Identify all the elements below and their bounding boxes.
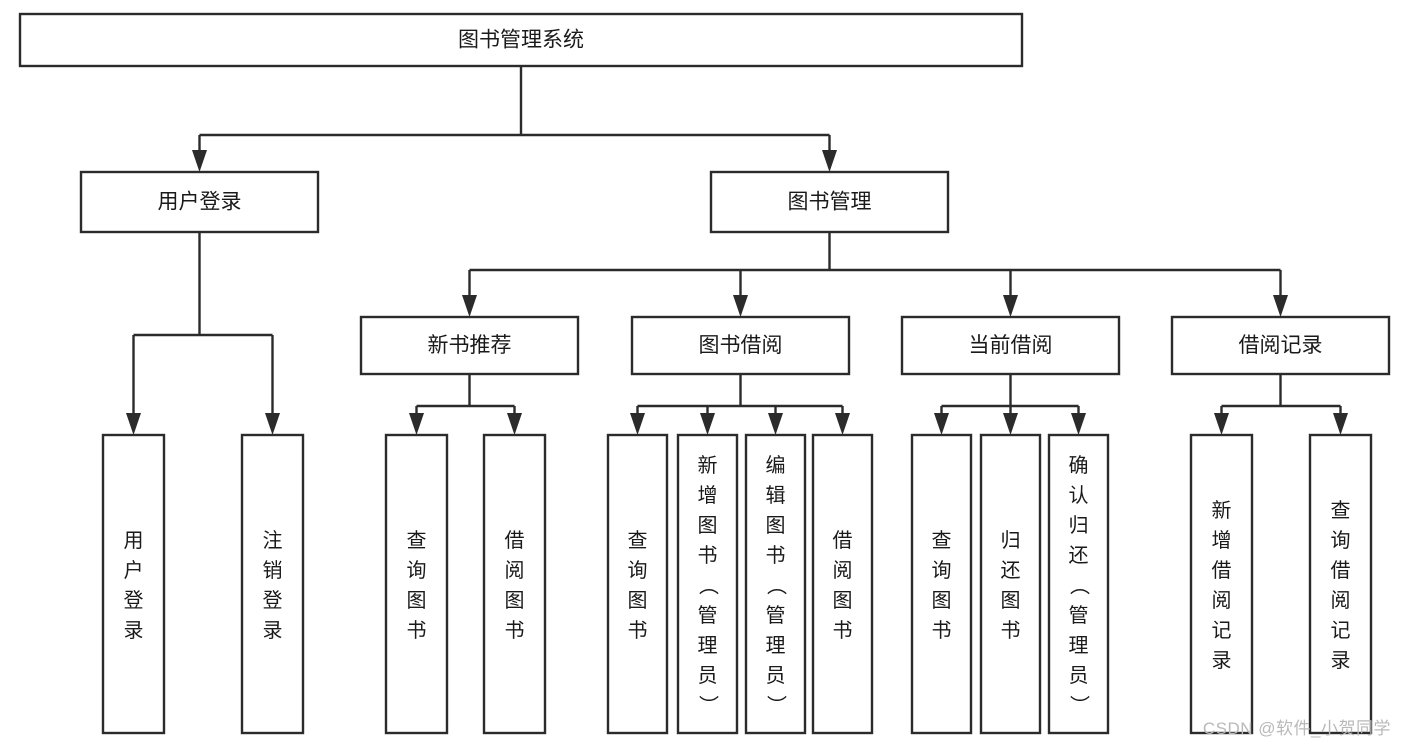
node-box bbox=[101, 433, 166, 735]
node-box bbox=[1047, 433, 1110, 735]
arrowhead bbox=[462, 295, 477, 317]
node-current-borrow[interactable]: 当前借阅 bbox=[900, 315, 1121, 376]
node-book-management[interactable]: 图书管理 bbox=[709, 170, 950, 234]
arrowhead bbox=[265, 413, 280, 435]
node-label: 确认归还（管理员） bbox=[1069, 454, 1090, 717]
node-label: 图书借阅 bbox=[699, 334, 783, 357]
arrowhead bbox=[1273, 295, 1288, 317]
node-leaf-query-book-cur[interactable]: 查询图书 bbox=[910, 433, 973, 735]
arrowhead bbox=[822, 150, 837, 172]
arrowhead bbox=[507, 413, 522, 435]
node-box bbox=[359, 315, 580, 376]
node-leaf-query-book-borrow[interactable]: 查询图书 bbox=[606, 433, 669, 735]
node-box bbox=[240, 433, 305, 735]
arrowhead bbox=[835, 413, 850, 435]
arrowhead bbox=[126, 413, 141, 435]
node-box bbox=[709, 170, 950, 234]
node-box bbox=[79, 170, 320, 234]
node-box bbox=[744, 433, 807, 735]
arrowhead bbox=[192, 150, 207, 172]
node-leaf-query-book-rec[interactable]: 查询图书 bbox=[384, 433, 449, 735]
node-label: 注销登录 bbox=[263, 529, 283, 642]
node-label: 图书管理系统 bbox=[458, 29, 584, 52]
node-label: 图书管理 bbox=[788, 191, 872, 214]
node-box bbox=[630, 315, 851, 376]
node-label: 查询借阅记录 bbox=[1331, 499, 1351, 672]
node-label: 新书推荐 bbox=[428, 334, 512, 357]
node-label: 用户登录 bbox=[124, 530, 144, 642]
node-label: 借阅记录 bbox=[1239, 334, 1323, 357]
node-box bbox=[1189, 433, 1254, 735]
node-box bbox=[606, 433, 669, 735]
node-label: 借阅图书 bbox=[833, 529, 853, 642]
arrowhead bbox=[1003, 413, 1018, 435]
node-leaf-add-borrow-record[interactable]: 新增借阅记录 bbox=[1189, 433, 1254, 735]
node-box bbox=[979, 433, 1042, 735]
node-box bbox=[1308, 433, 1373, 735]
node-leaf-user-login[interactable]: 用户登录 bbox=[101, 433, 166, 735]
node-label: 新增图书（管理员） bbox=[698, 454, 719, 717]
node-new-book-recommend[interactable]: 新书推荐 bbox=[359, 315, 580, 376]
node-box bbox=[384, 433, 449, 735]
node-label: 借阅图书 bbox=[505, 529, 525, 642]
arrowhead bbox=[409, 413, 424, 435]
node-label: 编辑图书（管理员） bbox=[766, 454, 787, 717]
arrowhead bbox=[733, 295, 748, 317]
node-label: 查询图书 bbox=[628, 529, 648, 642]
node-label: 新增借阅记录 bbox=[1212, 499, 1232, 672]
arrowhead bbox=[700, 413, 715, 435]
node-label: 当前借阅 bbox=[969, 334, 1053, 357]
node-box bbox=[482, 433, 547, 735]
node-box bbox=[900, 315, 1121, 376]
node-box bbox=[18, 12, 1024, 68]
arrowhead bbox=[1214, 413, 1229, 435]
node-book-borrow[interactable]: 图书借阅 bbox=[630, 315, 851, 376]
arrowhead bbox=[934, 413, 949, 435]
node-label: 查询图书 bbox=[407, 529, 427, 642]
node-leaf-borrow-book[interactable]: 借阅图书 bbox=[811, 433, 874, 735]
node-box bbox=[676, 433, 739, 735]
node-leaf-confirm-return-admin[interactable]: 确认归还（管理员） bbox=[1047, 433, 1110, 735]
arrowhead bbox=[1003, 295, 1018, 317]
node-label: 用户登录 bbox=[158, 191, 242, 214]
node-leaf-query-borrow-record[interactable]: 查询借阅记录 bbox=[1308, 433, 1373, 735]
arrowhead bbox=[1333, 413, 1348, 435]
node-layer: 图书管理系统用户登录图书管理新书推荐图书借阅当前借阅借阅记录用户登录注销登录查询… bbox=[18, 12, 1391, 735]
node-box bbox=[910, 433, 973, 735]
arrowhead bbox=[768, 413, 783, 435]
node-leaf-borrow-book-rec[interactable]: 借阅图书 bbox=[482, 433, 547, 735]
watermark-text: CSDN @软件_小贺同学 bbox=[1202, 719, 1391, 738]
node-leaf-return-book[interactable]: 归还图书 bbox=[979, 433, 1042, 735]
node-user-login[interactable]: 用户登录 bbox=[79, 170, 320, 234]
node-borrow-records[interactable]: 借阅记录 bbox=[1170, 315, 1391, 376]
node-root-system[interactable]: 图书管理系统 bbox=[18, 12, 1024, 68]
arrowhead bbox=[1071, 413, 1086, 435]
node-leaf-add-book-admin[interactable]: 新增图书（管理员） bbox=[676, 433, 739, 735]
node-label: 归还图书 bbox=[1001, 529, 1021, 642]
node-leaf-logout[interactable]: 注销登录 bbox=[240, 433, 305, 735]
arrowhead bbox=[630, 413, 645, 435]
node-box bbox=[1170, 315, 1391, 376]
node-leaf-edit-book-admin[interactable]: 编辑图书（管理员） bbox=[744, 433, 807, 735]
connector-layer bbox=[126, 66, 1348, 435]
node-label: 查询图书 bbox=[932, 529, 952, 642]
node-box bbox=[811, 433, 874, 735]
